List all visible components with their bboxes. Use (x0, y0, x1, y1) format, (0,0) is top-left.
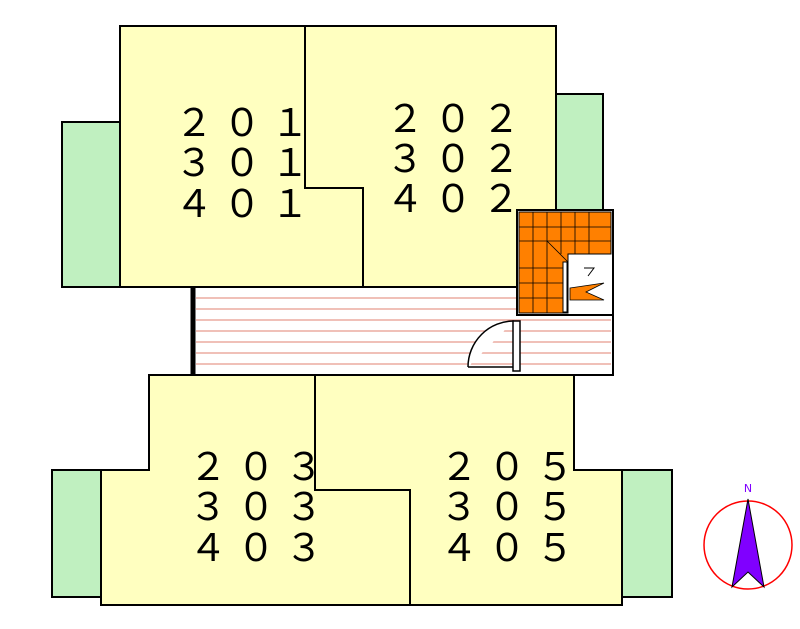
svg-text:４０３: ４０３ (189, 526, 333, 570)
svg-text:２０３: ２０３ (189, 445, 333, 489)
svg-text:２０１: ２０１ (175, 101, 319, 145)
unit-label-205: ２０５ ３０５ ４０５ (440, 445, 584, 570)
svg-text:４０５: ４０５ (440, 526, 584, 570)
svg-text:２０５: ２０５ (440, 445, 584, 489)
north-compass: N (703, 482, 793, 590)
svg-text:２０２: ２０２ (386, 97, 530, 141)
balcony-201 (61, 121, 121, 288)
unit-label-203: ２０３ ３０３ ４０３ (189, 445, 333, 570)
stair-landing-steps (569, 282, 605, 301)
svg-text:３０３: ３０３ (189, 485, 333, 529)
svg-text:４０１: ４０１ (175, 182, 319, 226)
svg-text:３０２: ３０２ (386, 137, 530, 181)
unit-205 (314, 374, 623, 606)
unit-label-202: ２０２ ３０２ ４０２ (386, 97, 530, 221)
svg-text:４０２: ４０２ (386, 177, 530, 221)
balcony-205 (621, 469, 673, 598)
stairwell (516, 209, 614, 316)
corridor-door (467, 320, 521, 372)
svg-text:３０１: ３０１ (175, 141, 319, 185)
balcony-202 (555, 93, 604, 211)
svg-text:３０５: ３０５ (440, 485, 584, 529)
balcony-203 (51, 469, 103, 598)
unit-label-201: ２０１ ３０１ ４０１ (175, 101, 319, 226)
compass-needle-icon (731, 498, 765, 589)
compass-north-label: N (744, 482, 752, 495)
